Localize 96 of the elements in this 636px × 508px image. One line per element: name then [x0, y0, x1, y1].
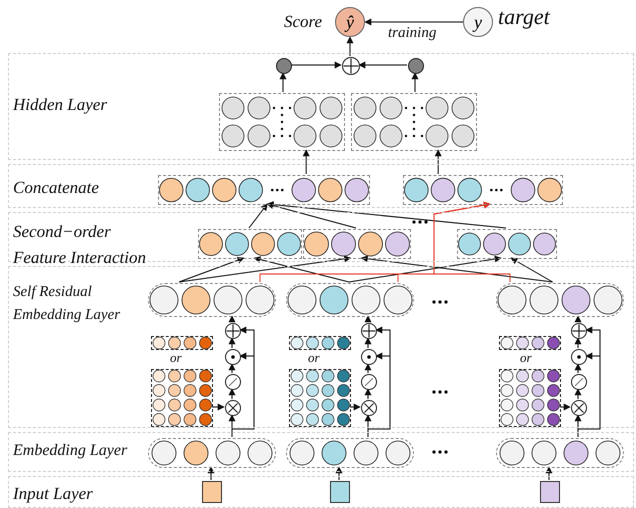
or-label: or: [308, 350, 320, 366]
embedding-vector: [286, 283, 414, 317]
arrow: [348, 256, 502, 282]
arrow: [574, 363, 582, 374]
multiply-operator: [361, 400, 377, 416]
weight-matrix: [151, 369, 213, 427]
layer-label: Self Residual Embedding Layer: [13, 283, 122, 324]
embedding-vector: [148, 438, 276, 468]
arrow: [360, 255, 554, 282]
arrow: [412, 72, 418, 92]
layer-label: Hidden Layer: [13, 94, 108, 116]
feature-vector: [303, 229, 411, 259]
input-square: [202, 481, 222, 503]
or-label: or: [170, 350, 182, 366]
arrow: [302, 149, 310, 174]
arrow: [350, 404, 361, 410]
neuron-grid: [219, 93, 345, 151]
embedding-vector: [496, 438, 624, 468]
embedding-vector: [148, 283, 276, 317]
arrow: [574, 315, 582, 322]
arrow: [358, 62, 408, 68]
arrow: [578, 326, 600, 438]
weight-vector: [499, 336, 561, 350]
arrow: [434, 202, 510, 282]
embedding-vector: [286, 438, 414, 468]
arrow: [208, 466, 214, 480]
node-caption: Score: [284, 12, 322, 32]
arrow: [228, 388, 236, 400]
gate-operator: [361, 374, 377, 390]
arrow: [336, 466, 342, 480]
layer-band: [8, 266, 634, 428]
feature-vector: [457, 229, 557, 259]
layer-label: Second−order Feature Interaction: [13, 221, 147, 268]
weight-vector: [289, 336, 351, 350]
feature-vector: [198, 229, 302, 259]
arrow: [266, 202, 356, 228]
embedding-vector: [496, 283, 624, 317]
layer-label: Embedding Layer: [13, 441, 128, 461]
edge-label: training: [386, 25, 438, 42]
arrow: [574, 388, 582, 400]
arrow: [364, 388, 372, 400]
node-symbol: y: [472, 11, 483, 33]
arrow: [254, 256, 350, 282]
layer-band: [8, 212, 634, 262]
layer-band: [8, 432, 634, 472]
add-operator: [571, 323, 587, 339]
node-caption: target: [498, 4, 550, 30]
weight-vector: [151, 336, 213, 350]
arrow: [546, 466, 552, 480]
arrow: [178, 255, 352, 282]
multiply-operator: [571, 400, 587, 416]
arrow: [510, 258, 554, 282]
layer-band: [8, 476, 634, 508]
layer-band: [8, 164, 634, 208]
arrow: [368, 326, 390, 438]
arrow: [560, 404, 571, 410]
arrow: [346, 36, 354, 56]
node-symbol: ŷ: [344, 11, 355, 33]
arrow: [364, 337, 372, 348]
input-square: [330, 481, 350, 503]
multiply-operator: [225, 400, 241, 416]
arrow: [364, 315, 372, 322]
arrow: [266, 201, 506, 228]
arrow: [574, 337, 582, 348]
neuron-grid: [351, 93, 477, 151]
arrow: [228, 363, 236, 374]
arrow: [290, 62, 342, 68]
arrow: [434, 149, 442, 174]
input-square: [540, 481, 560, 503]
feature-vector: [158, 175, 370, 205]
arrow: [364, 18, 464, 26]
arrow: [228, 337, 236, 348]
sum-operator: [342, 57, 360, 75]
arrow: [212, 404, 225, 410]
gate-operator: [571, 374, 587, 390]
arrow: [232, 326, 254, 438]
add-operator: [361, 323, 377, 339]
or-label: or: [520, 350, 532, 366]
feature-vector: [403, 175, 563, 205]
layer-label: Concatenate: [13, 177, 100, 199]
neuron: [408, 58, 424, 74]
arrow: [364, 363, 372, 374]
arrow: [248, 203, 268, 228]
weight-matrix: [499, 369, 561, 427]
weight-matrix: [289, 369, 351, 427]
product-operator: [225, 349, 241, 365]
product-operator: [361, 349, 377, 365]
gate-operator: [225, 374, 241, 390]
arrow: [280, 72, 286, 92]
arrow: [228, 315, 236, 322]
layer-label: Input Layer: [13, 483, 94, 505]
neuron: [276, 58, 292, 74]
add-operator: [225, 323, 241, 339]
layer-band: [8, 53, 634, 160]
arrow: [178, 256, 244, 282]
product-operator: [571, 349, 587, 365]
